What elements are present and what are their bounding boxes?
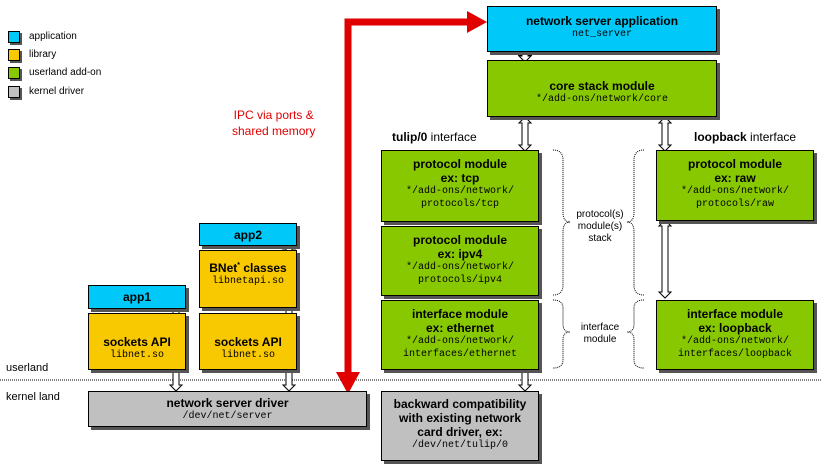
interface-module-loopback-title1: interface module — [686, 307, 784, 321]
protocol-module-raw-path1: */add-ons/network/ — [680, 186, 790, 197]
interface-module-loopback-path2: interfaces/loopback — [677, 349, 793, 360]
sockets-api-path-2: libnet.so — [220, 350, 275, 361]
network-server-driver-path: /dev/net/server — [182, 411, 273, 422]
network-server-driver-title: network server driver — [166, 396, 289, 410]
protocol-module-raw-title2: ex: raw — [714, 171, 756, 185]
protocol-module-ipv4-box: protocol module ex: ipv4 */add-ons/netwo… — [381, 226, 539, 296]
backward-compatibility-title1: backward compatibility — [393, 397, 527, 411]
ipc-label: IPC via ports & shared memory — [232, 107, 315, 139]
sockets-api-box-2: sockets API libnet.so — [199, 313, 297, 370]
protocol-module-raw-box: protocol module ex: raw */add-ons/networ… — [656, 150, 814, 221]
ipc-arrow — [336, 11, 487, 394]
network-server-application-box: network server application net_server — [487, 6, 717, 52]
protocol-module-ipv4-title2: ex: ipv4 — [437, 247, 483, 261]
arrow-raw-loopback — [657, 219, 673, 299]
protocol-module-tcp-path1: */add-ons/network/ — [405, 186, 515, 197]
interface-module-loopback-path1: */add-ons/network/ — [680, 336, 790, 347]
legend-label-userland-addon: userland add-on — [29, 67, 102, 78]
loopback-interface-suffix: interface — [746, 130, 797, 144]
legend-swatch-userland-addon — [8, 67, 20, 79]
stack-braces — [552, 149, 645, 369]
tulip-interface-heading: tulip/0 interface — [392, 131, 477, 144]
ipc-label-line1: IPC via ports & — [233, 108, 314, 122]
bnet-classes-title: BNet* classes — [200, 259, 296, 275]
app2-box: app2 — [199, 223, 297, 246]
stack-label-line1: protocol(s) — [576, 209, 624, 220]
ipc-label-line2: shared memory — [232, 124, 316, 138]
protocol-module-raw-title1: protocol module — [688, 157, 782, 171]
backward-compatibility-title3: card driver, ex: — [417, 425, 503, 439]
loopback-interface-heading: loopback interface — [694, 131, 796, 144]
bnet-title-prefix: BNet — [209, 261, 238, 275]
legend-label-kernel-driver: kernel driver — [29, 86, 85, 97]
protocol-module-ipv4-title1: protocol module — [413, 233, 507, 247]
app1-title: app1 — [122, 290, 151, 304]
stack-label: protocol(s) module(s) stack — [566, 209, 634, 245]
loopback-interface-name: loopback — [694, 130, 747, 144]
core-stack-module-path: */add-ons/network/core — [535, 94, 669, 105]
network-server-application-title: network server application — [525, 14, 679, 28]
backward-compatibility-path: /dev/net/tulip/0 — [411, 440, 508, 451]
bnet-classes-path: libnetapi.so — [211, 276, 284, 287]
protocol-module-raw-path2: protocols/raw — [695, 199, 774, 210]
interface-module-label-line2: module — [583, 334, 617, 345]
core-stack-module-box: core stack module */add-ons/network/core — [487, 60, 717, 117]
bnet-title-suffix: classes — [240, 261, 287, 275]
bnet-classes-box: BNet* classes libnetapi.so — [199, 250, 297, 308]
protocol-module-tcp-title2: ex: tcp — [440, 171, 480, 185]
legend-swatch-application — [8, 31, 20, 43]
interface-module-ethernet-title2: ex: ethernet — [425, 321, 495, 335]
app1-box: app1 — [88, 285, 186, 309]
network-server-driver-box: network server driver /dev/net/server — [88, 391, 367, 427]
double-arrows — [168, 48, 673, 392]
sockets-api-box-1: sockets API libnet.so — [88, 313, 186, 370]
interface-module-loopback-title2: ex: loopback — [698, 321, 772, 335]
core-stack-module-title: core stack module — [549, 79, 655, 93]
protocol-module-ipv4-path1: */add-ons/network/ — [405, 262, 515, 273]
interface-module-ethernet-path1: */add-ons/network/ — [405, 336, 515, 347]
stack-label-line2: module(s) — [577, 221, 623, 232]
protocol-module-tcp-path2: protocols/tcp — [420, 199, 499, 210]
tulip-interface-name: tulip/0 — [392, 130, 428, 144]
legend-label-library: library — [29, 49, 57, 60]
tulip-interface-suffix: interface — [427, 130, 477, 144]
stack-label-line3: stack — [588, 233, 612, 244]
sockets-api-title-1: sockets API — [103, 335, 171, 349]
brace-right-interface — [626, 299, 645, 369]
interface-module-label: interface module — [566, 322, 634, 346]
network-server-application-path: net_server — [571, 29, 632, 40]
userland-label: userland — [6, 362, 49, 374]
interface-module-loopback-box: interface module ex: loopback */add-ons/… — [656, 300, 814, 370]
interface-module-ethernet-title1: interface module — [411, 307, 509, 321]
app2-title: app2 — [233, 228, 262, 242]
brace-left-interface — [552, 299, 571, 369]
arrow-core-tcp — [517, 116, 533, 152]
interface-module-label-line1: interface — [580, 322, 620, 333]
legend-swatch-library — [8, 49, 20, 61]
legend-swatch-kernel-driver — [8, 86, 20, 98]
backward-compatibility-box: backward compatibility with existing net… — [381, 391, 539, 461]
protocol-module-tcp-box: protocol module ex: tcp */add-ons/networ… — [381, 150, 539, 222]
legend-label-application: application — [29, 31, 77, 42]
sockets-api-title-2: sockets API — [214, 335, 282, 349]
protocol-module-ipv4-path2: protocols/ipv4 — [417, 275, 502, 286]
protocol-module-tcp-title1: protocol module — [413, 157, 507, 171]
backward-compatibility-title2: with existing network — [398, 411, 521, 425]
kernel-land-label: kernel land — [6, 391, 60, 403]
arrow-core-raw — [657, 116, 673, 152]
bnet-title-sup: * — [237, 262, 241, 269]
interface-module-ethernet-box: interface module ex: ethernet */add-ons/… — [381, 300, 539, 370]
sockets-api-path-1: libnet.so — [109, 350, 164, 361]
interface-module-ethernet-path2: interfaces/ethernet — [402, 349, 518, 360]
